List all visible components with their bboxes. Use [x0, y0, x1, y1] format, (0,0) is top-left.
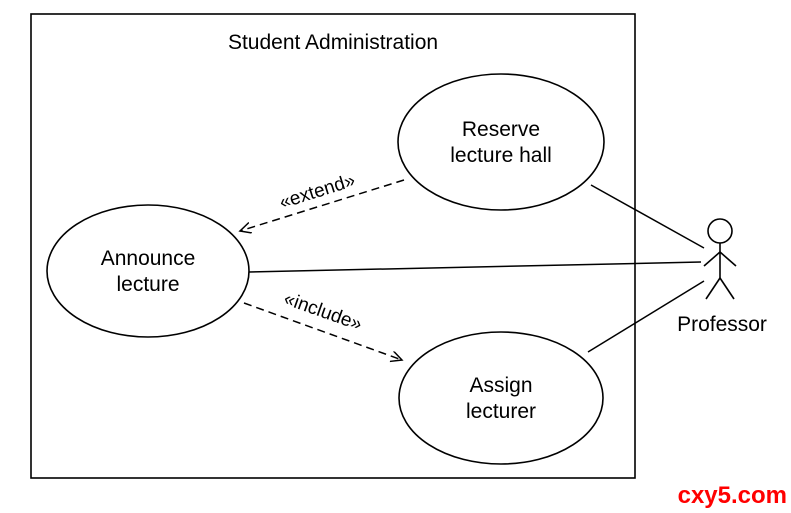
extend-arrow: [240, 179, 405, 231]
usecase-reserve-label-line1: Reserve: [462, 118, 540, 141]
actor-arm-right: [719, 251, 737, 267]
usecase-announce-label-line2: lecture: [116, 273, 179, 296]
actor-professor-label: Professor: [677, 313, 767, 336]
professor-actor-icon: [703, 218, 737, 300]
usecase-reserve-label-line2: lecture hall: [450, 144, 552, 167]
association-professor-reserve: [590, 184, 705, 249]
actor-leg-left: [705, 277, 721, 300]
system-title: Student Administration: [228, 31, 438, 54]
actor-head: [707, 218, 733, 244]
usecase-announce-label-line1: Announce: [101, 247, 196, 270]
usecase-assign-label-line2: lecturer: [466, 400, 536, 423]
usecase-assign-label-line1: Assign: [469, 374, 532, 397]
watermark-text: cxy5.com: [678, 482, 787, 509]
actor-leg-right: [719, 277, 735, 300]
usecase-announce-lecture: [46, 204, 250, 338]
association-professor-announce: [248, 261, 702, 273]
actor-arm-left: [703, 251, 721, 267]
usecase-reserve-lecture-hall: [397, 73, 605, 211]
usecase-assign-lecturer: [398, 331, 604, 465]
include-arrow: [243, 302, 402, 360]
association-professor-assign: [587, 280, 705, 353]
